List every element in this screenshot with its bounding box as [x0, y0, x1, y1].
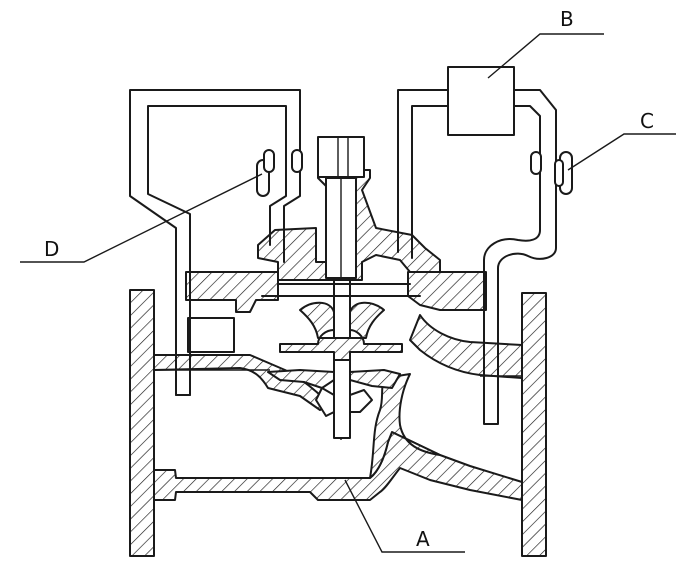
leader-line-d: [20, 173, 263, 263]
leader-line-a: [344, 479, 465, 553]
right-flange: [521, 292, 547, 557]
label-c: C: [640, 109, 654, 133]
label-d: D: [44, 237, 59, 261]
label-a: A: [416, 527, 430, 551]
left-flange: [129, 289, 155, 557]
left-port-block: [187, 317, 235, 353]
valve-outlet-cavity: [409, 314, 523, 379]
right-pilot-tube-outer: [483, 89, 557, 425]
component-b-box: [447, 66, 515, 136]
valve-body-lower-wall: [153, 431, 523, 501]
leader-line-c: [567, 133, 676, 171]
valve-disc: [279, 301, 403, 361]
fitting-c-inner: [554, 159, 564, 187]
top-cap: [317, 136, 365, 178]
spindle-guide-right: [349, 389, 373, 413]
valve-body-partition: [369, 373, 441, 479]
diaphragm-chamber-base: [185, 271, 279, 313]
left-pilot-tube: [129, 89, 301, 396]
spindle-guide: [315, 387, 335, 417]
label-b: B: [560, 7, 574, 31]
fitting-c-left: [530, 151, 542, 175]
valve-seat: [267, 369, 335, 389]
fitting-d-inner: [263, 149, 275, 173]
fitting-d-right: [291, 149, 303, 173]
valve-seat-right: [349, 369, 401, 389]
leader-line-b: [487, 33, 604, 79]
diaphragm-chamber-base-right: [407, 271, 487, 311]
right-pilot-tube: [397, 89, 449, 259]
